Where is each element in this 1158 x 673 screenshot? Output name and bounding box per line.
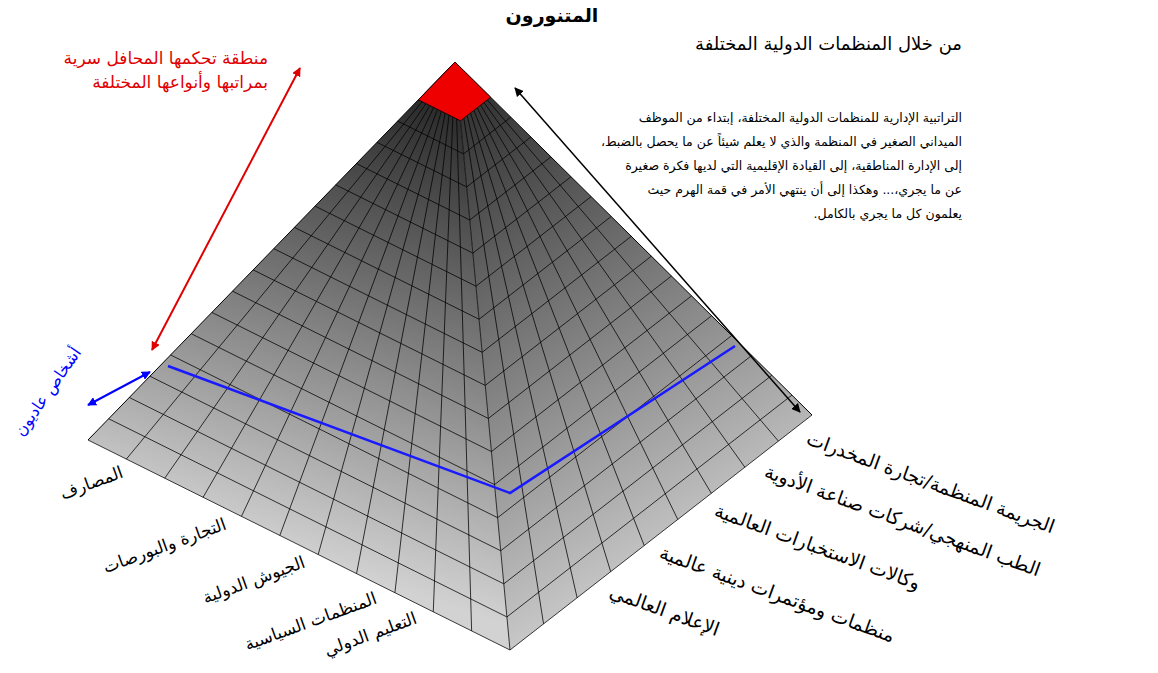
range-arrow (88, 372, 150, 405)
grid-line (233, 276, 672, 418)
grid-line (461, 121, 511, 650)
text-wrap-spacer (600, 106, 829, 426)
sector-label: المصارف (56, 461, 125, 505)
grid-line (109, 395, 792, 617)
description-paragraph: التراتبية الإدارية للمنظمات الدولية المخ… (600, 106, 962, 426)
grid-line (274, 236, 631, 352)
grid-line (318, 111, 441, 554)
grid-line (487, 100, 778, 441)
grid-line (484, 103, 745, 468)
grid-line (474, 110, 644, 545)
grid-line (280, 109, 438, 535)
grid-line (467, 116, 577, 598)
grid-line (433, 117, 453, 612)
pyramid-right-face (455, 62, 812, 650)
heading: من خلال المنظمات الدولية المختلفة (695, 32, 962, 56)
grid-line (88, 415, 812, 650)
grid-line (191, 316, 711, 485)
grid-line (395, 115, 449, 593)
grid-line (171, 336, 732, 518)
grid-line (294, 216, 611, 319)
grid-line (357, 113, 446, 573)
grid-line (464, 118, 544, 624)
grid-line (315, 197, 591, 287)
sector-label: الإعلام العالمي (606, 578, 723, 642)
grid-line (203, 106, 430, 498)
zone-note: منطقة تحكمها المحافل سرية بمراتبها وأنوا… (13, 46, 268, 94)
pyramid-capstone (418, 62, 490, 121)
grid-line (457, 119, 472, 631)
grid-line (253, 256, 651, 385)
sector-label: التجارة والبورصات (100, 513, 230, 579)
grid-line (165, 104, 426, 479)
sector-label: الجيوش الدولية (199, 551, 308, 609)
boundary-line (168, 346, 735, 493)
zone-note: أشخاص عاديون (9, 343, 86, 440)
range-arrow (152, 68, 300, 350)
grid-line (212, 296, 692, 452)
apex-title: المتنورون (452, 2, 652, 28)
